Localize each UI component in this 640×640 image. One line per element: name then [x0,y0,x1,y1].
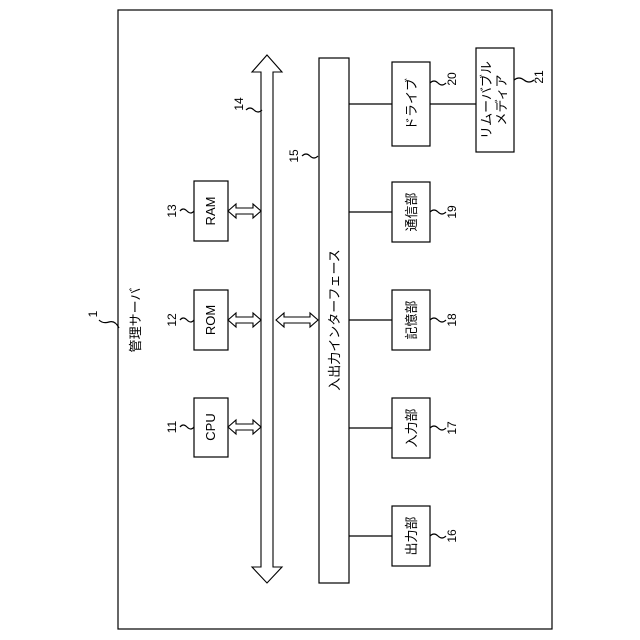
input-ref: 17 [445,421,459,435]
removable-media-label-line1: リムーバブル [479,61,494,139]
removable-media-ref: 21 [532,70,546,84]
output-ref: 16 [445,529,459,543]
communication-label: 通信部 [404,192,419,231]
server-ref: 1 [86,310,100,317]
output-label: 出力部 [404,516,419,555]
drive-label: ドライブ [404,78,419,130]
input-label: 入力部 [404,408,419,447]
rom-label: ROM [203,305,218,335]
ram-ref: 13 [165,204,179,218]
bus-ref: 14 [232,97,246,111]
drive-ref: 20 [445,72,459,86]
storage-label: 記憶部 [404,300,419,339]
cpu-label: CPU [203,413,218,440]
storage-ref: 18 [445,313,459,327]
removable-media-label-line2: メディア [494,74,509,125]
io-interface-ref: 15 [287,149,301,163]
server-label: 管理サーバ [128,288,143,353]
rom-ref: 12 [165,313,179,327]
cpu-ref: 11 [165,420,179,433]
io-interface-label: 入出力インターフェース [327,249,342,391]
ram-label: RAM [203,197,218,226]
communication-ref: 19 [445,205,459,219]
server-ref-leader [99,320,119,328]
